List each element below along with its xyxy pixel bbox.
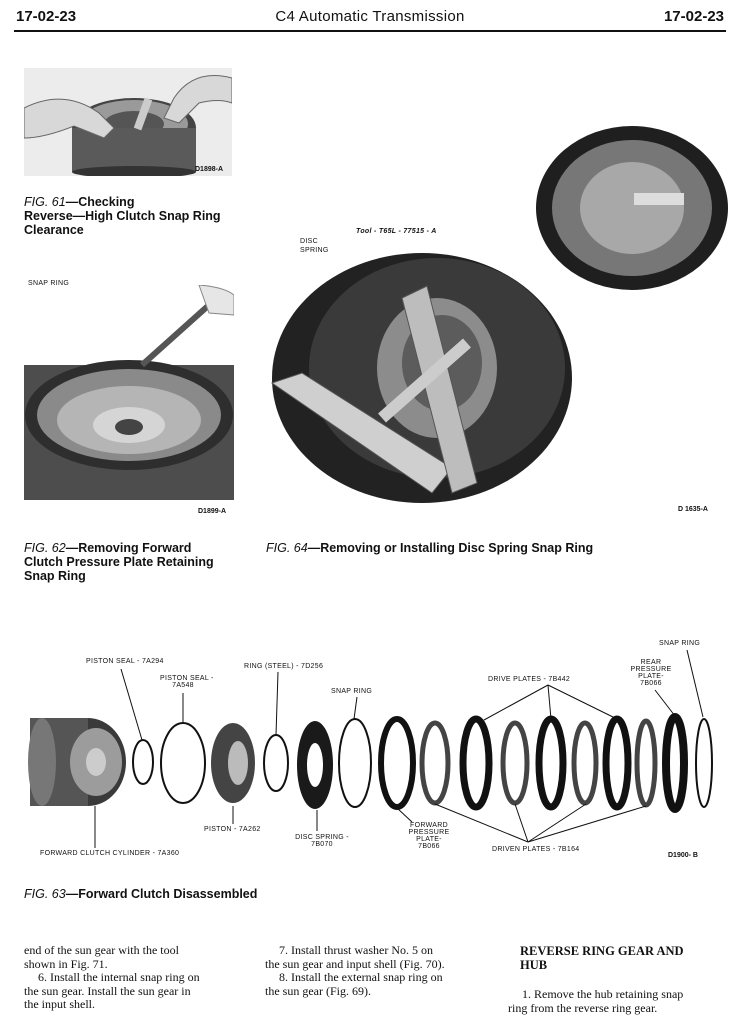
fig64-code: D 1635-A [678,506,708,513]
label-piston: PISTON - 7A262 [204,826,261,833]
label-disc-spring: DISC SPRING - 7B070 [295,834,349,848]
fig62-number: FIG. 62 [24,541,66,555]
section-heading: REVERSE RING GEAR AND HUB [520,944,684,972]
label-ring-steel: RING (STEEL) - 7D256 [244,663,324,670]
label-piston-seal-1: PISTON SEAL - 7A294 [86,658,164,665]
text-column-3: 1. Remove the hub retaining snap ring fr… [508,987,684,1015]
fig63-caption: FIG. 63—Forward Clutch Disassembled [24,887,258,901]
label-snap-ring-mid: SNAP RING [331,688,373,695]
disc-spring-tool-illustration [270,126,728,503]
fig63-code: D1900- B [668,852,698,859]
label-driven-plates: DRIVEN PLATES - 7B164 [492,846,580,853]
text-column-1: end of the sun gear with the tool shown … [24,943,200,1011]
label-disc: DISC [300,238,318,245]
page-number-left: 17-02-23 [16,8,77,25]
label-snap-ring-right: SNAP RING [659,640,701,647]
fig61-photo [24,68,232,176]
fig64-photo [262,98,732,508]
fig61-code: D1898-A [195,166,224,173]
text-column-2: 7. Install thrust washer No. 5 on the su… [265,943,445,998]
header-rule [14,30,726,32]
fig63-number: FIG. 63 [24,887,66,901]
fig64-number: FIG. 64 [266,541,308,555]
label-tool: Tool - T65L - 77515 - A [356,228,437,235]
fig61-caption: FIG. 61—Checking Reverse—High Clutch Sna… [24,195,221,237]
label-forward-pressure-plate: FORWARD PRESSURE PLATE- 7B066 [408,822,450,850]
label-snap-ring: SNAP RING [28,280,70,287]
fig62-photo [24,285,234,500]
label-piston-seal-2: PISTON SEAL - 7A548 [160,675,214,689]
clutch-drum-illustration [24,68,232,176]
label-drive-plates: DRIVE PLATES - 7B442 [488,676,571,683]
page-number-right: 17-02-23 [663,8,724,25]
page-title: C4 Automatic Transmission [275,8,465,25]
fig61-number: FIG. 61 [24,195,66,209]
fig64-caption: FIG. 64—Removing or Installing Disc Spri… [266,541,594,555]
label-rear-pressure-plate: REAR PRESSURE PLATE- 7B066 [630,659,672,687]
fig62-caption: FIG. 62—Removing Forward Clutch Pressure… [24,541,214,583]
clutch-cylinder-illustration [24,285,234,500]
fig62-code: D1899-A [198,508,227,515]
label-spring: SPRING [300,247,329,254]
label-forward-clutch-cylinder: FORWARD CLUTCH CYLINDER - 7A360 [40,850,180,857]
